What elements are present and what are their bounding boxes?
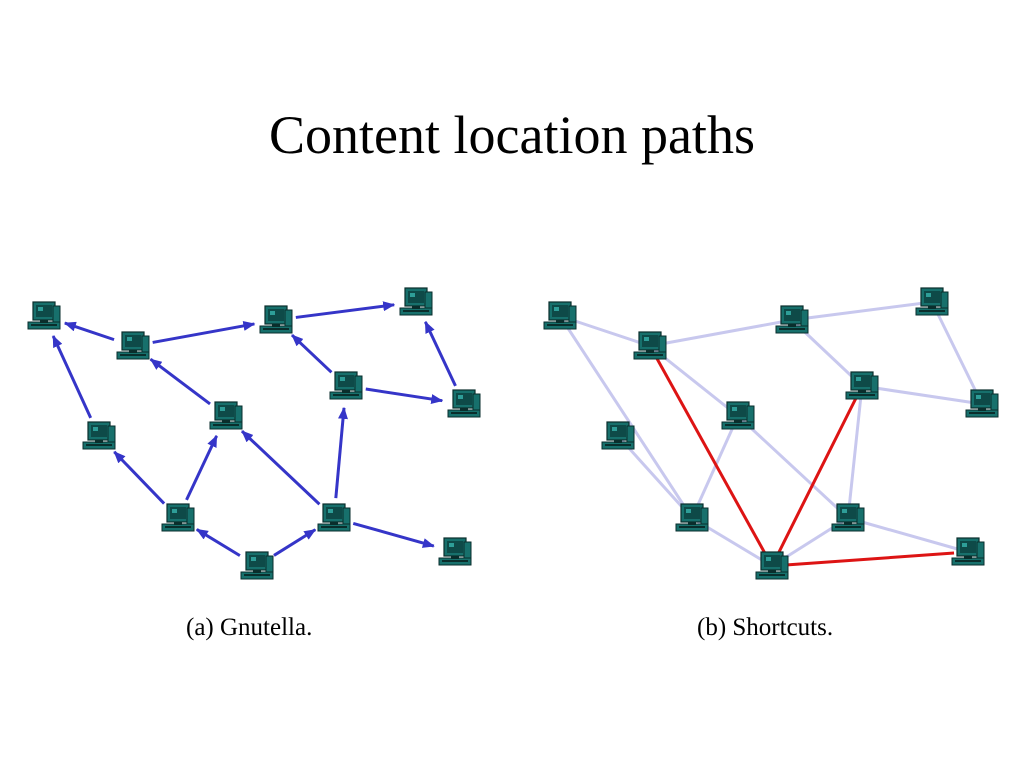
query-arrow (365, 387, 444, 404)
computer-icon (721, 401, 755, 430)
query-arrow (273, 528, 317, 557)
overlay-link (791, 300, 933, 322)
query-arrow (240, 430, 321, 506)
query-arrow (113, 450, 166, 505)
query-arrow (185, 435, 218, 501)
caption-shortcuts: (b) Shortcuts. (697, 614, 834, 641)
shortcut-link (776, 397, 858, 556)
computer-icon (447, 389, 481, 418)
query-arrow (290, 334, 333, 374)
computer-icon (209, 401, 243, 430)
query-arrow (424, 321, 457, 387)
computer-icon (831, 503, 865, 532)
caption-gnutella: (a) Gnutella. (186, 614, 313, 641)
computer-icon (543, 301, 577, 330)
overlay-link (690, 415, 740, 519)
computer-icon (399, 287, 433, 316)
computer-icon (965, 389, 999, 418)
computer-icon (161, 503, 195, 532)
computer-icon (845, 371, 879, 400)
overlay-link (616, 434, 694, 520)
overlay-link (649, 318, 793, 348)
overlay-link (861, 384, 983, 406)
query-arrow (352, 521, 435, 548)
computer-icon (601, 421, 635, 450)
shortcut-link (783, 551, 955, 567)
computer-icon (775, 305, 809, 334)
query-arrow (152, 320, 256, 344)
computer-icon (259, 305, 293, 334)
query-arrow (149, 358, 211, 406)
computer-icon (755, 551, 789, 580)
overlay-link (847, 516, 969, 554)
overlay-link (558, 315, 694, 519)
overlay-link (736, 414, 850, 520)
computer-icon (329, 371, 363, 400)
query-arrow (195, 528, 241, 557)
computer-icon (240, 551, 274, 580)
shortcut-link (655, 357, 768, 557)
computer-icon (633, 331, 667, 360)
query-arrow (63, 321, 115, 342)
computer-icon (82, 421, 116, 450)
computer-icon (27, 301, 61, 330)
computer-icon (317, 503, 351, 532)
computer-icon (675, 503, 709, 532)
overlay-link (846, 385, 864, 519)
computer-icon (116, 331, 150, 360)
query-arrow (334, 406, 348, 499)
slide-title: Content location paths (269, 105, 755, 165)
computer-icon (951, 537, 985, 566)
query-arrow (51, 335, 93, 419)
computer-icon (915, 287, 949, 316)
computer-icon (438, 537, 472, 566)
overlay-link (930, 301, 984, 405)
query-arrow (295, 301, 396, 319)
